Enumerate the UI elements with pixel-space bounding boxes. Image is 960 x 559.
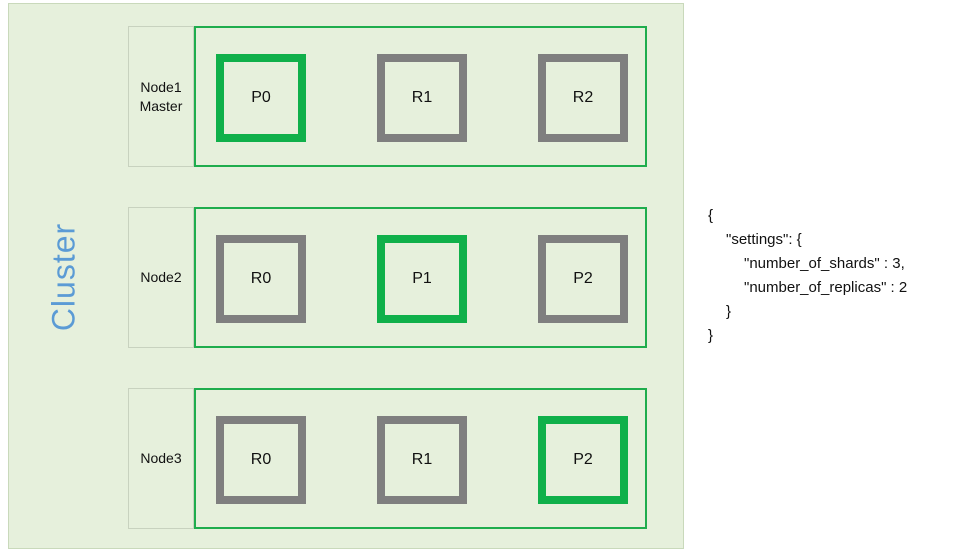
code-line: }: [708, 327, 714, 344]
node-label-node1: Node1 Master: [128, 26, 194, 167]
shard-box: P2: [538, 235, 628, 323]
node-label-line: Node3: [140, 450, 182, 466]
node-label-line: Node2: [140, 269, 182, 285]
node-shard-area-node1: P0 R1 R2: [194, 26, 647, 167]
shard-box: P2: [538, 416, 628, 504]
index-settings-snippet: { "settings": { "number_of_shards" : 3, "nu…: [708, 204, 907, 348]
shard-box: R1: [377, 416, 467, 504]
code-line: {: [708, 207, 714, 224]
node-label-node3: Node3: [128, 388, 194, 529]
shard-box: P0: [216, 54, 306, 142]
code-line: "number_of_replicas" : 2: [744, 279, 908, 296]
shard-box: R1: [377, 54, 467, 142]
cluster-label: Cluster: [45, 222, 82, 332]
node-shard-area-node3: R0 R1 P2: [194, 388, 647, 529]
node-label-line: Node1: [140, 78, 182, 95]
shard-box: R2: [538, 54, 628, 142]
node-label-line: Master: [139, 97, 183, 114]
node-label-node2: Node2: [128, 207, 194, 348]
node-shard-area-node2: R0 P1 P2: [194, 207, 647, 348]
code-line: "settings": {: [726, 231, 802, 248]
shard-box: P1: [377, 235, 467, 323]
shard-box: R0: [216, 235, 306, 323]
code-line: "number_of_shards" : 3,: [744, 255, 905, 272]
shard-box: R0: [216, 416, 306, 504]
code-line: }: [726, 303, 732, 320]
